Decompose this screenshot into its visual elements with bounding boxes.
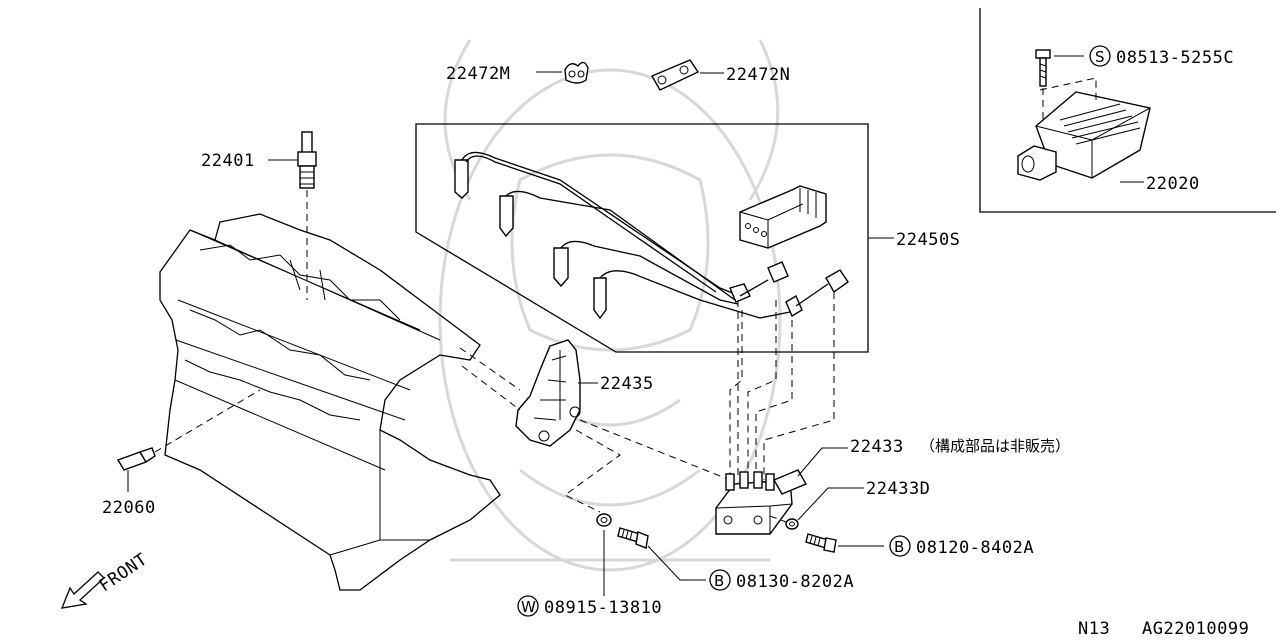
- label-washer: 08915-13810: [544, 598, 662, 618]
- label-cable-set: 22450S: [896, 230, 960, 250]
- b-symbol-2: [709, 569, 731, 591]
- bracket-washer: [596, 513, 612, 527]
- b-symbol-1-letter: B: [894, 538, 904, 556]
- crank-sensor: [116, 389, 261, 492]
- label-bolt-coil: 08120-8402A: [916, 538, 1034, 558]
- module-inset-frame: [979, 8, 1276, 213]
- label-clip-n: 22472N: [726, 65, 790, 85]
- clip-m: [564, 61, 589, 84]
- label-sensor: 22060: [102, 498, 156, 518]
- w-symbol: [517, 595, 539, 617]
- b-symbol-2-letter: B: [714, 572, 724, 590]
- label-coil: 22433: [850, 437, 904, 457]
- front-arrow-icon: [60, 571, 105, 609]
- cable-routing-lines: [729, 292, 835, 480]
- leader-bolt-bracket: [647, 545, 706, 581]
- leader-coil-washer: [797, 487, 864, 521]
- coil-washer: [769, 515, 799, 530]
- s-symbol: [1089, 45, 1111, 67]
- label-bolt-bracket: 08130-8202A: [736, 572, 854, 592]
- front-label: FRONT: [96, 550, 152, 597]
- label-coil-note: （構成部品は非販売）: [920, 437, 1070, 455]
- s-symbol-letter: S: [1095, 48, 1105, 66]
- cable-connector-block: [739, 185, 827, 249]
- clip-n: [651, 59, 700, 91]
- label-screw: 08513-5255C: [1116, 48, 1234, 68]
- label-bracket: 22435: [600, 374, 654, 394]
- ignition-cables: [454, 151, 849, 320]
- bolt-bracket: [617, 527, 649, 549]
- cylinder-head: [159, 213, 501, 591]
- label-spark-plug: 22401: [201, 151, 255, 171]
- coil-bracket: [515, 339, 581, 447]
- bracket-mount-lines: [459, 347, 731, 513]
- figure-id: AG22010099: [1142, 619, 1249, 638]
- code-ref: N13: [1078, 619, 1110, 638]
- ignition-module: [1017, 77, 1151, 181]
- module-screw: [1035, 49, 1051, 126]
- leader-coil: [797, 447, 848, 477]
- label-module: 22020: [1146, 174, 1200, 194]
- bolt-coil: [805, 533, 837, 553]
- label-coil-washer: 22433D: [866, 479, 930, 499]
- b-symbol-1: [889, 535, 911, 557]
- w-symbol-letter: W: [521, 598, 536, 616]
- spark-plug: [297, 131, 317, 300]
- label-clip-m: 22472M: [446, 64, 510, 84]
